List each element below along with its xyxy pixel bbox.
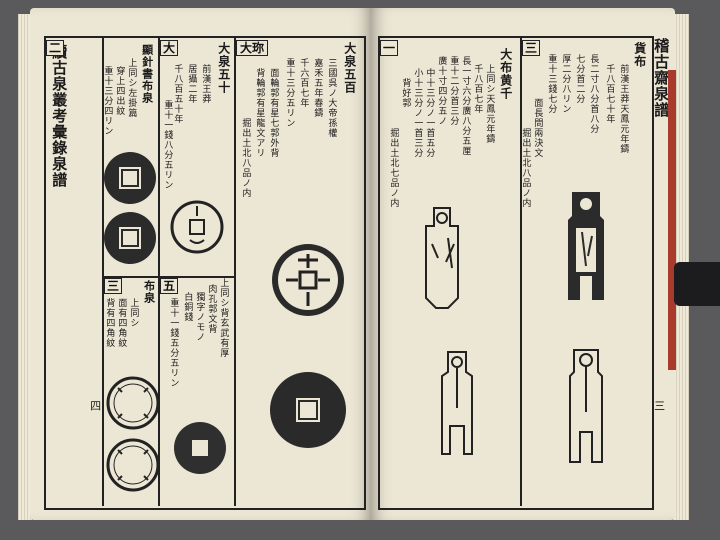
coin-illustration: [272, 244, 344, 316]
spade-coin-illustration: [425, 207, 459, 309]
bookmark-ribbon: [668, 70, 676, 370]
left-page: 續古泉叢考彙錄泉譜 四 大珎 大泉五百 三國呉ノ大帝孫權 嘉禾五年春鑄 千六百七…: [30, 8, 372, 520]
book-title: 續古泉叢考彙錄泉譜: [50, 44, 69, 188]
section-heading: 顯針書布泉: [140, 44, 154, 104]
right-title: 稽古齋泉譜: [652, 38, 671, 118]
left-page-number: 四: [88, 400, 102, 412]
coin-illustration: [270, 372, 346, 448]
section-label: 三: [104, 278, 122, 294]
section-label: 大珎: [236, 40, 268, 56]
coin-illustration: [104, 212, 156, 264]
coin-illustration: [104, 152, 156, 204]
section-heading: 大布黄千: [498, 48, 513, 100]
left-page-frame: [44, 36, 366, 510]
coin-illustration: [174, 422, 226, 474]
open-book: 續古泉叢考彙錄泉譜 四 大珎 大泉五百 三國呉ノ大帝孫權 嘉禾五年春鑄 千六百七…: [18, 8, 689, 530]
spade-coin-illustration: [441, 351, 473, 455]
section-label: 五: [160, 278, 178, 294]
coin-illustration: [106, 438, 160, 492]
spade-coin-illustration: [569, 349, 603, 463]
coin-illustration: [170, 200, 224, 254]
section-label: 大: [160, 40, 178, 56]
section-heading: 貨布: [632, 42, 647, 68]
section-label: 二: [46, 40, 64, 56]
section-heading: 大泉五十: [216, 42, 231, 94]
section-label: 三: [522, 40, 540, 56]
right-page-number: 三: [652, 400, 666, 412]
coin-illustration: [106, 376, 160, 430]
page-clip: [674, 262, 720, 306]
right-page: 稽古齋泉譜 三 三 貨布 前漢王莽天鳳元年鑄 千八百七十年 長二寸八分首八分 七…: [370, 8, 675, 520]
section-label: 一: [380, 40, 398, 56]
left-page-edges: [18, 14, 32, 520]
right-page-frame: [378, 36, 654, 510]
section-heading: 布泉: [142, 280, 156, 304]
section-heading: 大泉五百: [342, 42, 357, 94]
spade-coin-illustration: [568, 192, 604, 300]
